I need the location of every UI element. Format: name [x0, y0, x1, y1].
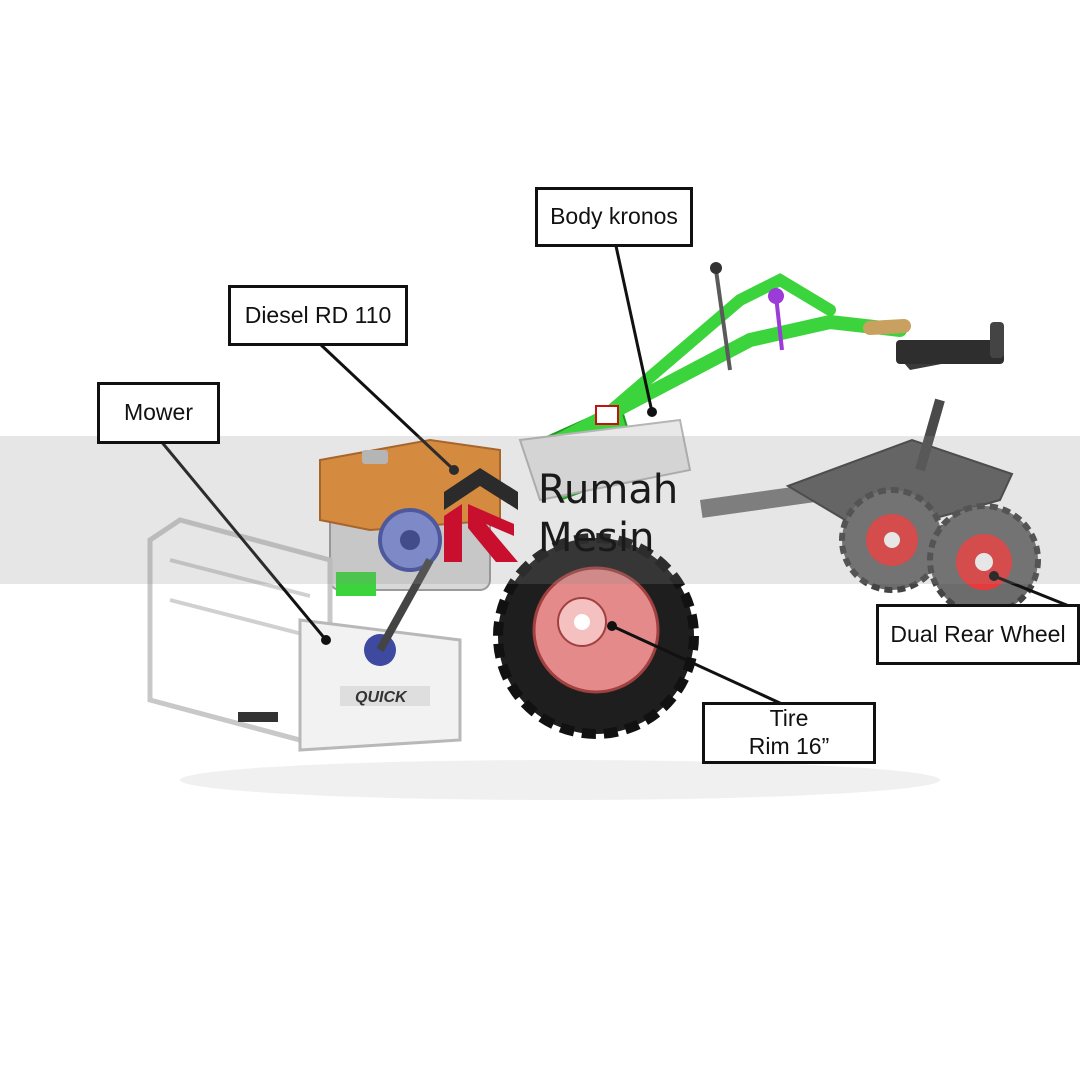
callout-body-kronos-text: Body kronos: [550, 203, 678, 230]
watermark-band: [0, 436, 1080, 584]
leader-mower: [158, 439, 328, 641]
callout-dots: [321, 407, 999, 645]
body-frame: [518, 262, 911, 502]
callout-mower: Mower: [97, 382, 220, 444]
mower-graphic: QUICK: [147, 517, 462, 752]
callout-rim-text: Rim 16”: [748, 733, 830, 759]
leader-engine: [318, 342, 456, 472]
leader-rear-wheel: [993, 574, 1075, 610]
callout-tire-text: Tire: [769, 705, 809, 732]
leader-body: [614, 245, 654, 413]
callout-diesel-engine: Diesel RD 110: [228, 285, 408, 346]
mower-brand-text: QUICK: [355, 689, 408, 706]
leader-tire: [611, 624, 783, 706]
front-tire-graphic: [493, 533, 699, 739]
callout-body-kronos: Body kronos: [535, 187, 693, 247]
brand-logo-icon: [444, 468, 518, 562]
callout-mower-text: Mower: [123, 399, 193, 426]
brand-word-1: Rumah: [538, 467, 679, 513]
callout-dual-rear-wheel: Dual Rear Wheel: [876, 604, 1080, 665]
brand-word-2: Mesin: [538, 515, 655, 561]
brand-watermark: Rumah Mesin: [438, 462, 718, 572]
callout-dual-rear-wheel-text: Dual Rear Wheel: [890, 620, 1066, 647]
callout-diesel-engine-text: Diesel RD 110: [244, 301, 392, 328]
callout-leaders: [158, 245, 1075, 706]
callout-tire-rim: Tire Rim 16”: [702, 702, 876, 764]
dual-rear-wheel-graphic: [839, 487, 1041, 617]
seat: [896, 322, 1004, 370]
